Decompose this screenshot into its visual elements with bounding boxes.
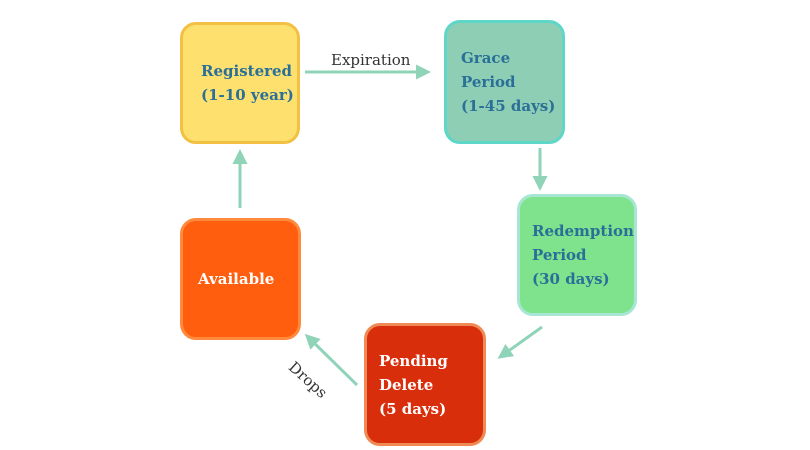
node-redemption-period: Redemption Period (30 days)	[517, 194, 637, 316]
node-grace-period-label: Grace Period (1-45 days)	[461, 49, 556, 115]
node-registered: Registered (1-10 year)	[180, 22, 300, 144]
edge-label-expiration: Expiration	[331, 51, 411, 69]
node-pending-delete-label: Pending Delete (5 days)	[379, 351, 448, 418]
arrow-pending-to-available	[304, 333, 359, 387]
node-redemption-period-label: Redemption Period (30 days)	[532, 222, 634, 288]
node-pending-delete: Pending Delete (5 days)	[364, 323, 486, 446]
node-available-label: Available	[198, 270, 275, 288]
node-available: Available	[180, 218, 301, 340]
node-registered-label: Registered (1-10 year)	[201, 62, 294, 104]
arrow-redemption-to-pending	[497, 325, 543, 359]
node-grace-period: Grace Period (1-45 days)	[444, 20, 565, 144]
